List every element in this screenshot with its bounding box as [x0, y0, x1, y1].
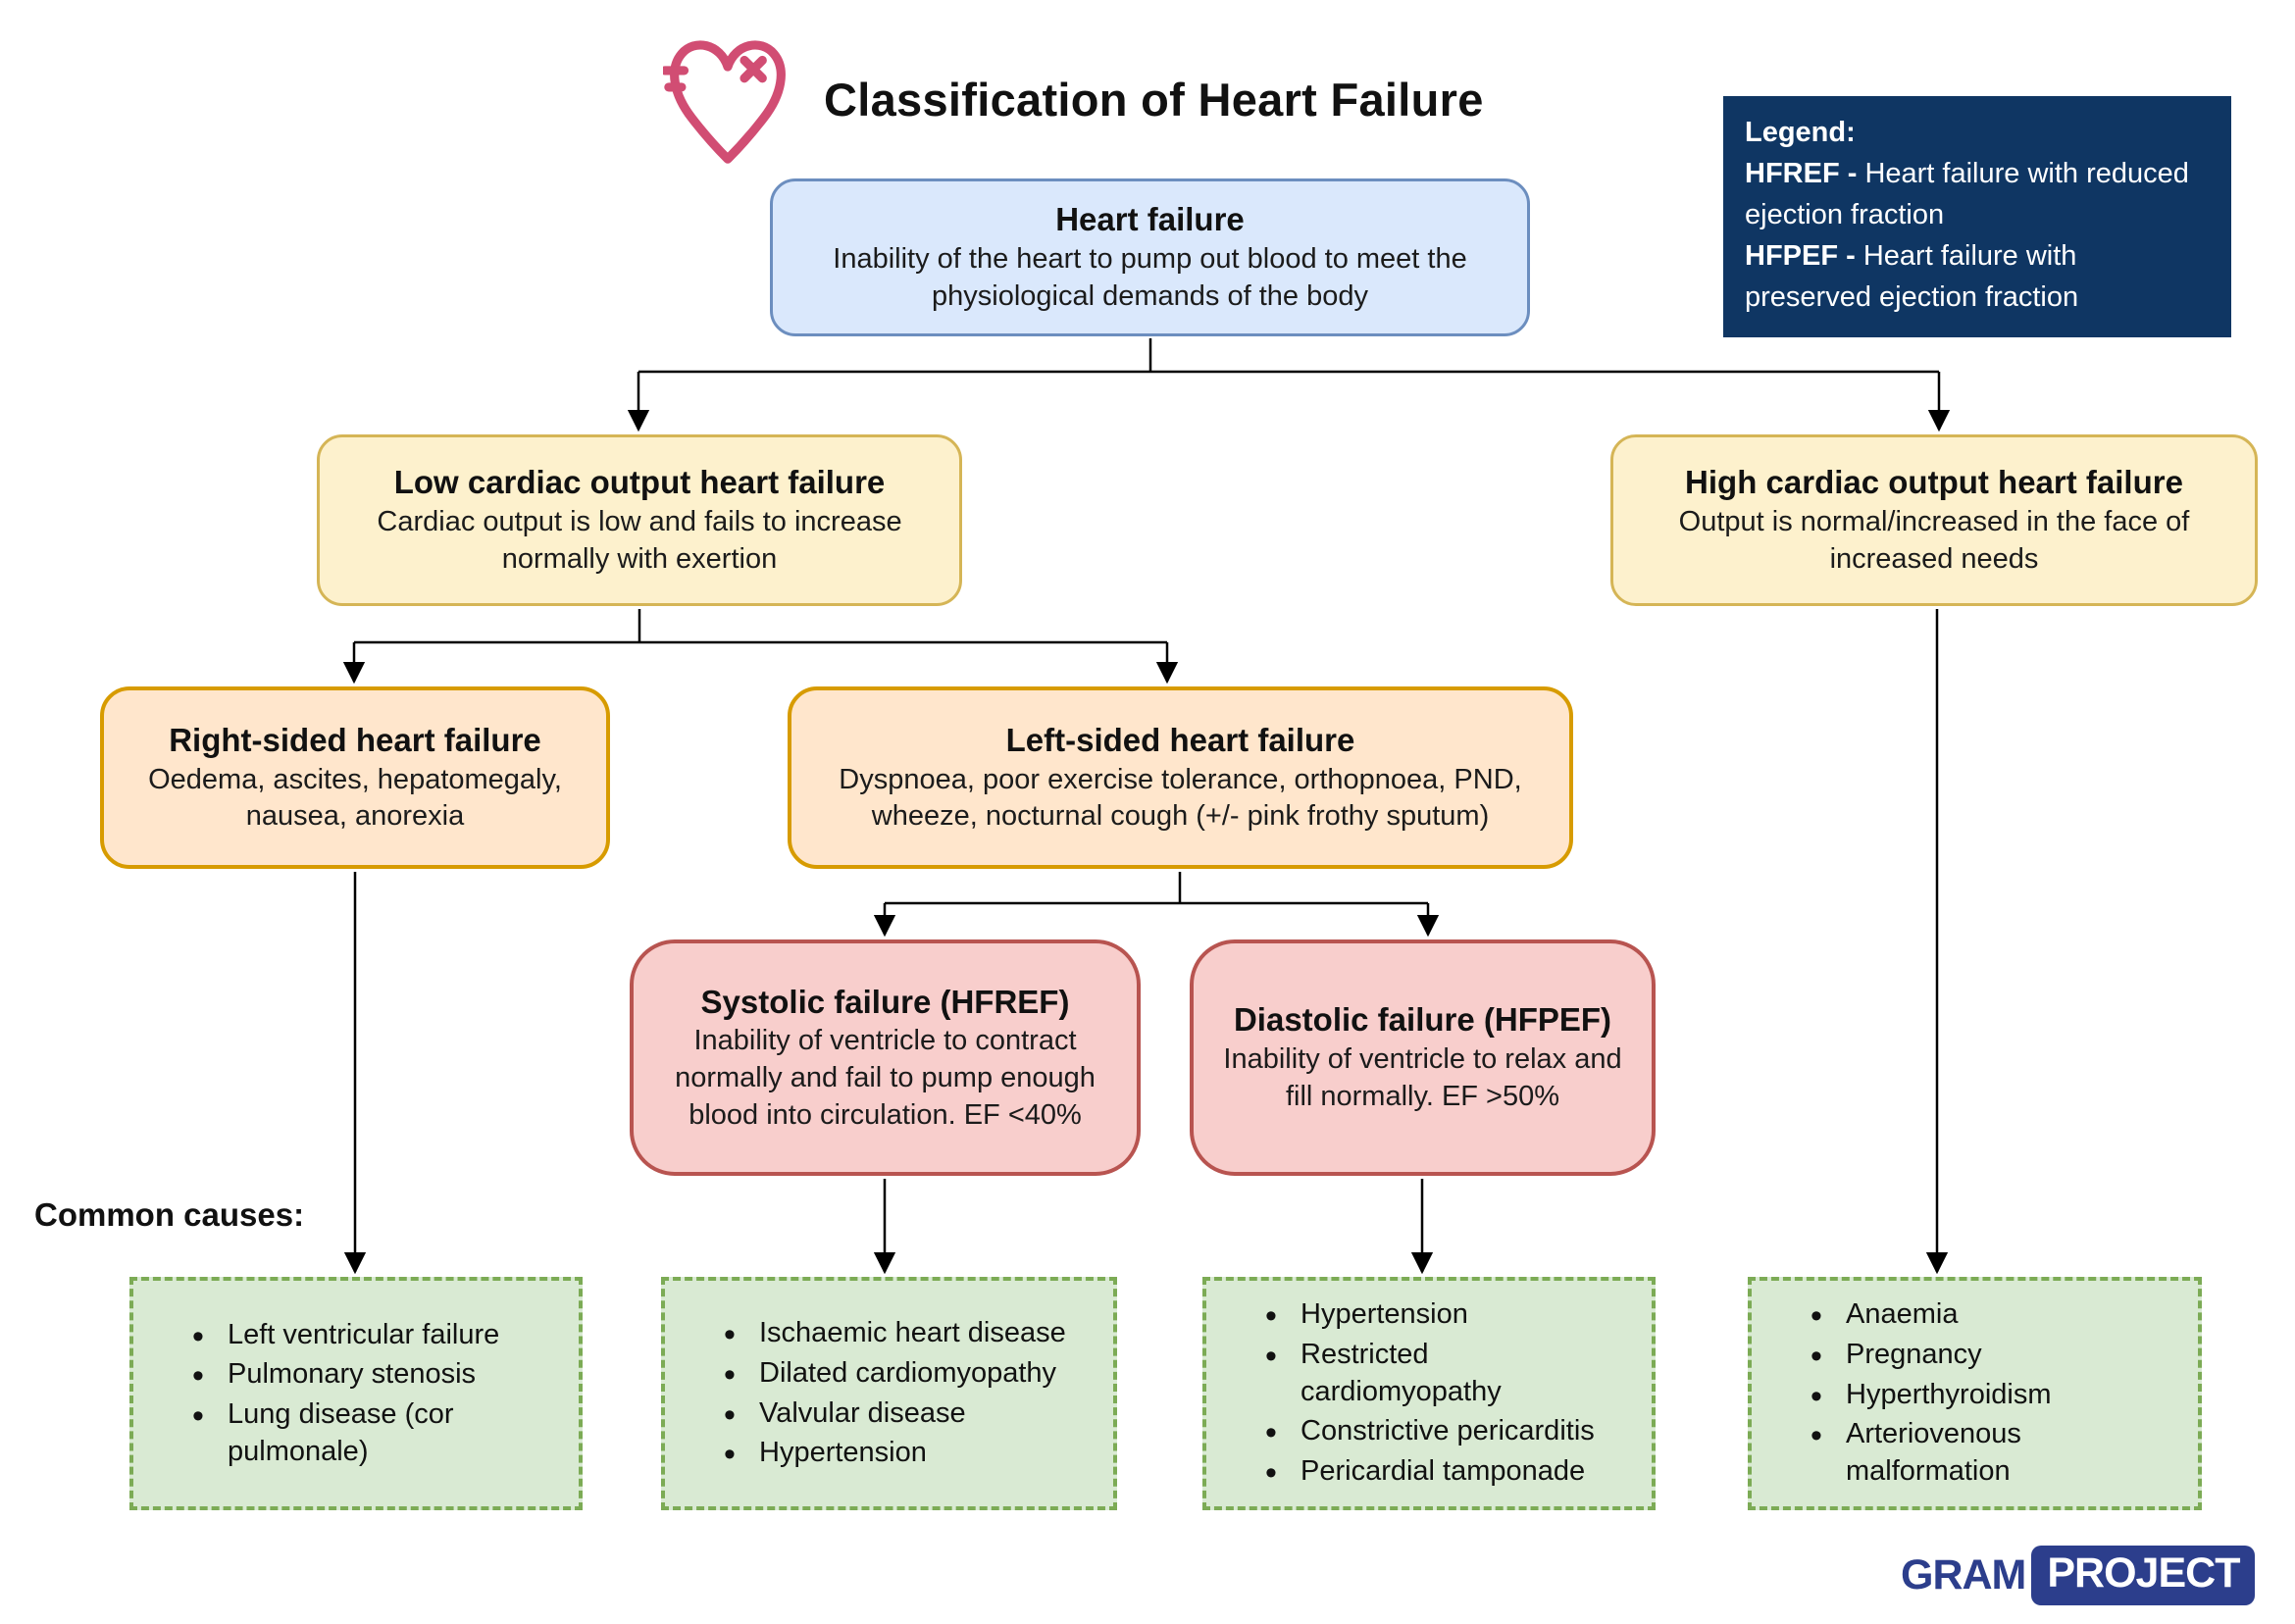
- broken-heart-icon: [663, 40, 786, 164]
- node-description: Output is normal/increased in the face o…: [1678, 506, 2190, 575]
- legend-entry-hfref: HFREF - Heart failure with reduced eject…: [1745, 153, 2210, 235]
- causes-list: Anaemia Pregnancy Hyperthyroidism Arteri…: [1752, 1294, 2198, 1493]
- legend-term: HFPEF -: [1745, 240, 1863, 273]
- cause-item: Pericardial tamponade: [1265, 1451, 1636, 1495]
- node-high-cardiac-output: High cardiac output heart failure Output…: [1610, 434, 2258, 606]
- logo-project-text: PROJECT: [2031, 1546, 2256, 1605]
- node-description: Oedema, ascites, hepatomegaly, nausea, a…: [148, 763, 562, 833]
- legend-box: Legend: HFREF - Heart failure with reduc…: [1723, 96, 2231, 337]
- causes-box-high-output: Anaemia Pregnancy Hyperthyroidism Arteri…: [1748, 1277, 2202, 1510]
- logo-gram-text: GRAM: [1901, 1551, 2026, 1599]
- cause-item: Lung disease (cor pulmonale): [192, 1395, 563, 1470]
- node-title: Right-sided heart failure: [169, 721, 541, 758]
- cause-item: Restricted cardiomyopathy: [1265, 1335, 1636, 1410]
- cause-item: Ischaemic heart disease: [724, 1313, 1097, 1356]
- connector-low-output-split: [354, 609, 1167, 644]
- cause-item: Dilated cardiomyopathy: [724, 1353, 1097, 1396]
- legend-term: HFREF -: [1745, 158, 1865, 190]
- cause-item: Arteriovenous malformation: [1810, 1414, 2182, 1490]
- cause-item: Left ventricular failure: [192, 1315, 563, 1358]
- legend-definition: Heart failure with reduced ejection frac…: [1745, 158, 2189, 231]
- causes-list: Ischaemic heart disease Dilated cardiomy…: [665, 1312, 1113, 1476]
- cause-item: Pregnancy: [1810, 1335, 2182, 1378]
- cause-item: Constrictive pericarditis: [1265, 1411, 1636, 1454]
- page-title: Classification of Heart Failure: [824, 74, 1484, 126]
- causes-box-diastolic: Hypertension Restricted cardiomyopathy C…: [1202, 1277, 1656, 1510]
- node-heart-failure: Heart failure Inability of the heart to …: [770, 178, 1530, 336]
- legend-entry-hfpef: HFPEF - Heart failure with preserved eje…: [1745, 235, 2210, 318]
- legend-heading: Legend:: [1745, 117, 1856, 148]
- cause-item: Hypertension: [724, 1433, 1097, 1476]
- connector-root-split: [638, 338, 1939, 374]
- node-systolic-failure: Systolic failure (HFREF) Inability of ve…: [630, 939, 1141, 1176]
- gram-project-logo: GRAM PROJECT: [1901, 1546, 2256, 1605]
- node-description: Dyspnoea, poor exercise tolerance, ortho…: [839, 763, 1522, 833]
- node-description: Inability of ventricle to contract norma…: [675, 1025, 1096, 1131]
- causes-box-systolic: Ischaemic heart disease Dilated cardiomy…: [661, 1277, 1117, 1510]
- node-title: Systolic failure (HFREF): [700, 983, 1070, 1020]
- node-description: Inability of the heart to pump out blood…: [833, 243, 1467, 312]
- cause-item: Pulmonary stenosis: [192, 1354, 563, 1397]
- node-low-cardiac-output: Low cardiac output heart failure Cardiac…: [317, 434, 962, 606]
- causes-box-right-sided: Left ventricular failure Pulmonary steno…: [129, 1277, 583, 1510]
- cause-item: Valvular disease: [724, 1394, 1097, 1437]
- node-title: High cardiac output heart failure: [1685, 464, 2183, 501]
- cause-item: Hyperthyroidism: [1810, 1375, 2182, 1418]
- node-left-sided-failure: Left-sided heart failure Dyspnoea, poor …: [788, 686, 1573, 869]
- legend-definition: Heart failure with preserved ejection fr…: [1745, 240, 2079, 314]
- node-description: Cardiac output is low and fails to incre…: [377, 506, 902, 575]
- node-title: Low cardiac output heart failure: [393, 464, 886, 501]
- causes-list: Left ventricular failure Pulmonary steno…: [133, 1314, 579, 1474]
- common-causes-label: Common causes:: [34, 1196, 305, 1233]
- connector-left-sided-split: [885, 872, 1428, 905]
- node-diastolic-failure: Diastolic failure (HFPEF) Inability of v…: [1190, 939, 1656, 1176]
- causes-list: Hypertension Restricted cardiomyopathy C…: [1206, 1294, 1652, 1495]
- node-title: Diastolic failure (HFPEF): [1233, 1001, 1612, 1039]
- node-right-sided-failure: Right-sided heart failure Oedema, ascite…: [100, 686, 610, 869]
- node-title: Left-sided heart failure: [1005, 721, 1355, 758]
- cause-item: Anaemia: [1810, 1294, 2182, 1338]
- node-description: Inability of ventricle to relax and fill…: [1223, 1043, 1622, 1112]
- cause-item: Hypertension: [1265, 1294, 1636, 1338]
- node-title: Heart failure: [1055, 201, 1245, 238]
